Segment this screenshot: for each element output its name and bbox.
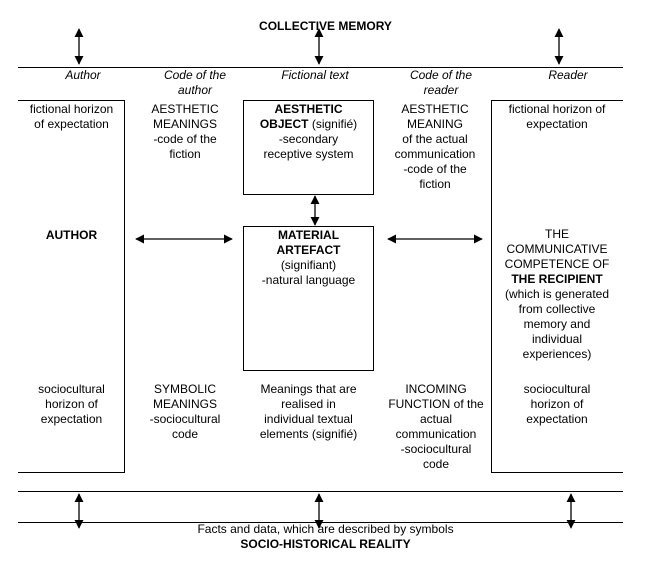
bottom-rule-1 <box>18 491 623 492</box>
material-artefact-box <box>243 226 374 371</box>
reader-competence-text: THE COMMUNICATIVE COMPETENCE OF THE RECI… <box>504 227 610 361</box>
author-label: AUTHOR <box>45 228 98 242</box>
reader-column-frame <box>491 100 623 473</box>
collective-memory-title: COLLECTIVE MEMORY <box>259 19 392 33</box>
author-column-frame <box>18 100 125 473</box>
column-header-author: Author <box>65 68 101 82</box>
facts-and-data-text: Facts and data, which are described by s… <box>197 522 454 536</box>
aesthetic-object-box <box>243 100 374 195</box>
socio-historical-reality-title: SOCIO-HISTORICAL REALITY <box>240 537 411 551</box>
column-header-reader: Reader <box>548 68 588 82</box>
top-rule <box>18 67 623 68</box>
material-artefact-text: MATERIAL ARTEFACT (signifiant) -natural … <box>261 228 356 287</box>
aesthetic-object-text: AESTHETIC OBJECT (signifié) -secondary r… <box>259 102 358 161</box>
column-header-fictional-text: Fictional text <box>281 68 349 82</box>
